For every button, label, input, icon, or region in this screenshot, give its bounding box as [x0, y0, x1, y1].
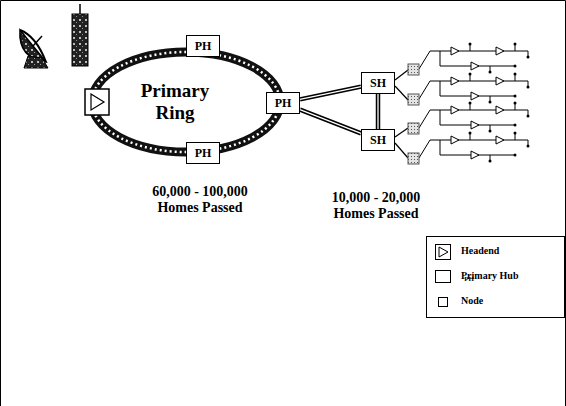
secondary-hub-box: SH [361, 129, 395, 151]
node-squares [408, 64, 419, 164]
primary-hub-box: PH [186, 35, 220, 57]
secondary-hub-box: SH [361, 72, 395, 94]
legend-box: HeadendPH Primary HubNode [426, 236, 565, 318]
distribution-trees [419, 43, 530, 163]
primary-hub-box: PH [266, 92, 300, 114]
homes-passed-label: 10,000 - 20,000 Homes Passed [324, 190, 428, 222]
node-text: PH [275, 97, 292, 109]
node-text: SH [370, 77, 386, 89]
trunk-link [300, 110, 361, 134]
primary-hub-box: PH [186, 142, 220, 164]
node-text: SH [370, 134, 386, 146]
node-text: PH [195, 40, 212, 52]
node-text: Primary Ring [125, 80, 225, 124]
hub-legend-sample: PH [435, 270, 451, 283]
feeder-lines [395, 70, 408, 158]
legend-row: Node [435, 292, 560, 312]
legend-text: Primary Hub [461, 270, 519, 282]
homes-passed-label: 60,000 - 100,000 Homes Passed [148, 184, 252, 216]
node-text: PH [195, 147, 212, 159]
tower-icon [72, 4, 88, 66]
node-legend-sample [435, 294, 451, 310]
legend-row: PH Primary Hub [435, 267, 560, 287]
legend-row: Headend [435, 242, 560, 262]
headend-symbol [85, 89, 109, 115]
trunk-link [300, 87, 361, 100]
legend-text: Headend [461, 245, 499, 257]
satellite-dish-icon [20, 30, 48, 68]
legend-text: Node [461, 295, 483, 307]
trunk-link [378, 94, 379, 129]
headend-legend-sample [435, 244, 451, 260]
